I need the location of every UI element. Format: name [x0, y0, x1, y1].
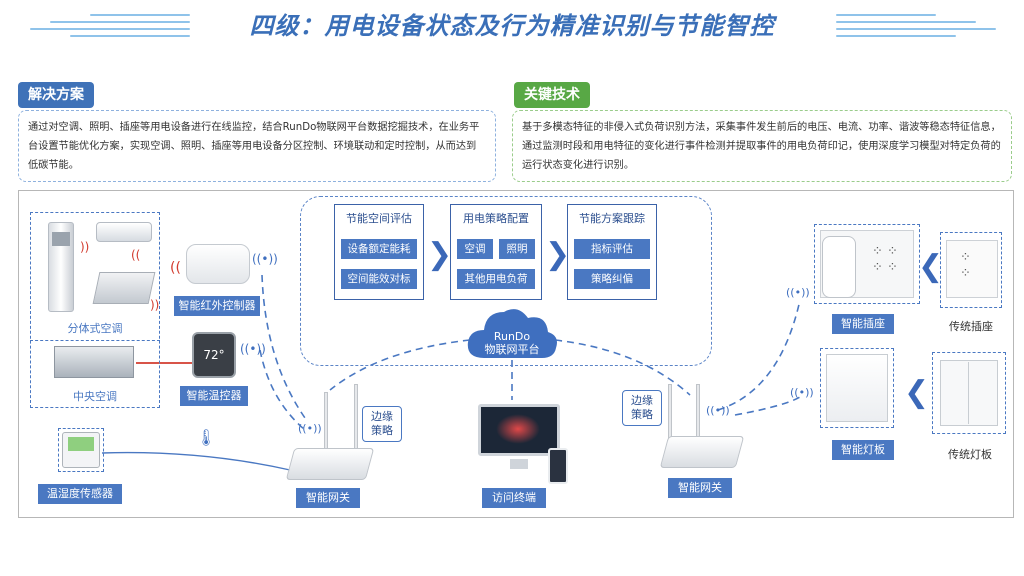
gateway-left-label: 智能网关: [296, 488, 360, 508]
central-ac-image: [54, 346, 134, 378]
antenna: [354, 384, 358, 450]
signal-wave-icon: )): [150, 298, 160, 312]
cassette-ac-image: [92, 272, 156, 304]
wifi-icon: ((•)): [786, 286, 810, 299]
tech-text: 基于多模态特征的非侵入式负荷识别方法，采集事件发生前后的电压、电流、功率、谐波等…: [512, 110, 1012, 182]
smart-panel-image: [826, 354, 888, 422]
gateway-left-image: [285, 448, 375, 480]
chevron-left-icon: ❮: [918, 249, 944, 284]
signal-wave-icon: ((: [131, 248, 141, 262]
th-sensor-frame: [58, 428, 104, 472]
phone-image: [548, 448, 568, 484]
space-benchmark-button[interactable]: 空间能效对标: [341, 269, 417, 289]
smart-plug-image: [822, 236, 856, 298]
lighting-button[interactable]: 照明: [499, 239, 535, 259]
split-ac-label: 分体式空调: [67, 322, 123, 335]
ir-controller-label: 智能红外控制器: [174, 296, 260, 316]
traditional-socket-image: [946, 240, 998, 298]
platform-area: [300, 196, 712, 366]
tech-tag: 关键技术: [514, 82, 590, 108]
traditional-switch-label: 传统灯板: [948, 448, 992, 461]
terminal-label: 访问终端: [482, 488, 546, 508]
wifi-icon: ((•)): [790, 386, 814, 399]
thermostat-label: 智能温控器: [180, 386, 248, 406]
traditional-socket-label: 传统插座: [949, 320, 993, 333]
architecture-panel: [18, 190, 1014, 518]
divider: [30, 340, 160, 341]
indicator-eval-button[interactable]: 指标评估: [574, 239, 650, 259]
th-sensor-label: 温湿度传感器: [38, 484, 122, 504]
ac-group: [30, 212, 160, 408]
cloud-label: RunDo 物联网平台: [470, 330, 554, 356]
antenna: [324, 392, 328, 450]
monitor-screen-accent: [496, 414, 540, 444]
edge-strategy-right: 边缘 策略: [622, 390, 662, 426]
strategy-title: 节能空间评估: [346, 212, 412, 225]
page-title: 四级：用电设备状态及行为精准识别与节能智控: [249, 12, 775, 40]
strategy-box-space-evaluation: 节能空间评估 设备额定能耗 空间能效对标: [334, 204, 424, 300]
traditional-socket-frame: [940, 232, 1002, 308]
strategy-correction-button[interactable]: 策略纠偏: [574, 269, 650, 289]
ac-button[interactable]: 空调: [457, 239, 493, 259]
solution-text: 通过对空调、照明、插座等用电设备进行在线监控，结合RunDo物联网平台数据挖掘技…: [18, 110, 496, 182]
thermometer-icon: 🌡: [196, 428, 217, 447]
strategy-box-config: 用电策略配置 空调 照明 其他用电负荷: [450, 204, 542, 300]
socket-holes: ⁘ ⁘⁘ ⁘: [872, 244, 898, 275]
other-load-button[interactable]: 其他用电负荷: [457, 269, 535, 289]
monitor-stand: [510, 459, 528, 469]
wifi-icon: ((•)): [706, 404, 730, 417]
chevron-right-icon: ❯: [427, 237, 453, 272]
switch-divider: [968, 362, 969, 424]
wifi-icon: ((•)): [252, 252, 278, 266]
thermostat-image: 72°: [192, 332, 236, 378]
chevron-left-icon: ❮: [904, 375, 930, 410]
gateway-right-label: 智能网关: [668, 478, 732, 498]
traditional-switch-image: [940, 360, 998, 426]
signal-wave-icon: )): [80, 240, 90, 254]
cloud-label-line1: RunDo: [493, 330, 531, 343]
floor-ac-vent: [52, 232, 70, 246]
wall-ac-image: [96, 222, 152, 242]
chevron-right-icon: ❯: [545, 237, 571, 272]
title-decoration-left: [30, 12, 190, 38]
central-ac-label: 中央空调: [73, 390, 117, 403]
ir-controller-image: [186, 244, 250, 284]
wifi-icon: ((•)): [240, 342, 266, 356]
strategy-title: 节能方案跟踪: [579, 212, 645, 225]
smart-socket-frame: [814, 224, 920, 304]
solution-tag: 解决方案: [18, 82, 94, 108]
smart-panel-frame: [820, 348, 894, 428]
smart-socket-label: 智能插座: [832, 314, 894, 334]
signal-wave-icon: ((: [170, 260, 181, 276]
title-decoration-right: [836, 12, 996, 38]
cloud-label-line2: 物联网平台: [484, 343, 540, 356]
cloud-icon: [467, 309, 557, 358]
strategy-box-tracking: 节能方案跟踪 指标评估 策略纠偏: [567, 204, 657, 300]
gateway-right-image: [659, 436, 745, 468]
traditional-switch-frame: [932, 352, 1006, 434]
edge-strategy-left: 边缘 策略: [362, 406, 402, 442]
smart-panel-label: 智能灯板: [832, 440, 894, 460]
strategy-title: 用电策略配置: [463, 212, 529, 225]
wifi-icon: ((•)): [298, 422, 322, 435]
socket-holes: ⁘⁘: [960, 250, 971, 281]
th-sensor-screen: [68, 437, 94, 451]
rated-energy-button[interactable]: 设备额定能耗: [341, 239, 417, 259]
